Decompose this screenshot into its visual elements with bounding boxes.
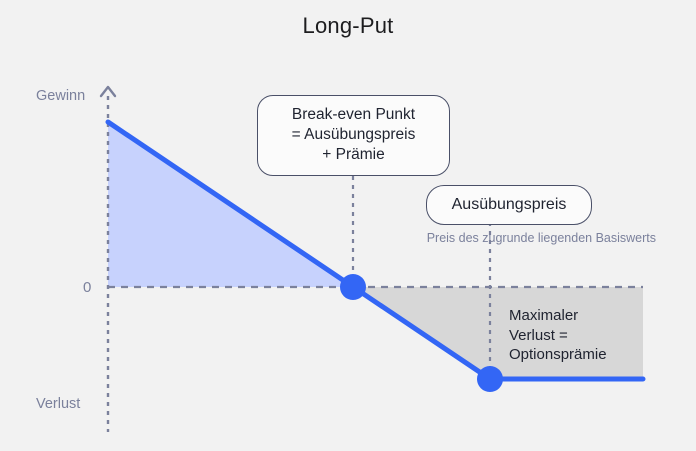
- callout-strike-label: Ausübungspreis: [451, 196, 567, 213]
- y-axis-zero-label: 0: [83, 279, 92, 296]
- y-axis-arrow-icon: [99, 85, 117, 98]
- callout-breakeven-line-1: Break-even Punkt: [291, 106, 416, 123]
- callout-breakeven[interactable]: Break-even Punkt = Ausübungspreis + Präm…: [257, 95, 450, 176]
- callout-strike-price[interactable]: Ausübungspreis: [426, 185, 592, 225]
- annotation-max-loss: Maximaler Verlust = Optionsprämie: [509, 307, 607, 363]
- loss-fill-region: [353, 287, 643, 379]
- callout-breakeven-line-3: + Prämie: [322, 146, 385, 163]
- breakeven-marker[interactable]: [340, 274, 366, 300]
- page-title: Long-Put: [302, 13, 394, 38]
- strike-marker[interactable]: [477, 366, 503, 392]
- y-axis-bottom-label: Verlust: [36, 396, 81, 412]
- callout-breakeven-line-2: = Ausübungspreis: [291, 126, 416, 143]
- y-axis-top-label: Gewinn: [36, 88, 86, 104]
- x-axis-label: Preis des zugrunde liegenden Basiswerts: [426, 231, 656, 245]
